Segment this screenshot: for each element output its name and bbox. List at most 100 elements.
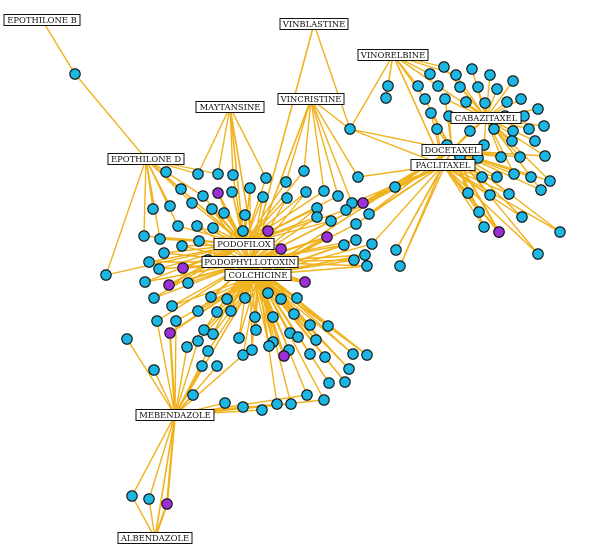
target-node: [506, 135, 518, 147]
drug-label-box: [117, 532, 193, 544]
highlighted-target-node: [177, 262, 189, 274]
target-node: [205, 291, 217, 303]
edge: [249, 261, 346, 383]
target-node: [160, 166, 172, 178]
target-node: [207, 222, 219, 234]
target-node: [262, 287, 274, 299]
target-node: [207, 328, 219, 340]
highlighted-target-node: [275, 243, 287, 255]
target-node: [491, 171, 503, 183]
target-node: [271, 398, 283, 410]
target-node: [267, 311, 279, 323]
target-node: [143, 256, 155, 268]
target-node: [473, 206, 485, 218]
target-node: [148, 292, 160, 304]
target-node: [256, 404, 268, 416]
target-node: [139, 276, 151, 288]
edge: [371, 164, 444, 245]
edge: [168, 331, 177, 417]
target-node: [164, 200, 176, 212]
target-node: [281, 192, 293, 204]
drug-label-vinblastine: VINBLASTINE: [279, 18, 349, 30]
target-node: [246, 344, 258, 356]
edge: [217, 106, 231, 175]
target-node: [143, 493, 155, 505]
edge: [41, 19, 76, 75]
target-node: [301, 389, 313, 401]
edge: [174, 346, 188, 416]
drug-label-podofilox: PODOFILOX: [213, 238, 275, 250]
target-node: [325, 215, 337, 227]
target-node: [412, 80, 424, 92]
drug-label-box: [195, 101, 265, 113]
target-node: [126, 490, 138, 502]
target-node: [332, 190, 344, 202]
edge: [174, 340, 199, 416]
target-node: [507, 75, 519, 87]
target-node: [225, 305, 237, 317]
edge: [156, 320, 176, 416]
highlighted-target-node: [357, 197, 369, 209]
edge: [442, 164, 539, 255]
highlighted-target-node: [161, 498, 173, 510]
target-node: [450, 69, 462, 81]
target-node: [263, 340, 275, 352]
edge: [145, 158, 204, 197]
target-node: [257, 191, 269, 203]
edge: [485, 74, 491, 119]
edge: [285, 98, 312, 183]
target-node: [193, 235, 205, 247]
drug-label-text: DOCETAXEL: [425, 145, 480, 155]
target-node: [148, 364, 160, 376]
edge: [303, 98, 312, 172]
target-node: [202, 345, 214, 357]
edge: [442, 164, 523, 218]
drug-label-box: [3, 14, 81, 26]
target-node: [175, 183, 187, 195]
drug-label-text: VINBLASTINE: [282, 19, 346, 29]
target-node: [153, 263, 165, 275]
drug-label-text: ALBENDAZOLE: [120, 533, 189, 543]
target-node: [347, 348, 359, 360]
target-node: [532, 248, 544, 260]
edge: [249, 207, 318, 263]
target-node: [192, 305, 204, 317]
target-node: [363, 208, 375, 220]
edge: [243, 196, 264, 245]
target-node: [100, 269, 112, 281]
edge: [174, 354, 244, 416]
target-node: [478, 221, 490, 233]
target-node: [298, 165, 310, 177]
target-node: [292, 331, 304, 343]
highlighted-target-node: [163, 279, 175, 291]
target-node: [554, 226, 566, 238]
edge: [145, 158, 179, 227]
target-node: [382, 80, 394, 92]
target-node: [69, 68, 81, 80]
target-node: [424, 68, 436, 80]
target-node: [339, 376, 351, 388]
drug-label-box: [201, 256, 299, 268]
target-node: [514, 151, 526, 163]
target-node-layer: [69, 61, 566, 510]
edge: [485, 80, 514, 119]
edge: [313, 23, 351, 130]
target-node: [239, 209, 251, 221]
target-node: [172, 220, 184, 232]
target-node: [501, 96, 513, 108]
target-node: [352, 171, 364, 183]
target-node: [544, 175, 556, 187]
target-node: [425, 107, 437, 119]
target-node: [121, 333, 133, 345]
edge: [145, 158, 161, 240]
drug-label-epothilone-d: EPOTHILONE D: [107, 153, 185, 165]
drug-label-box: [277, 93, 345, 105]
target-node: [503, 188, 515, 200]
drug-label-albendazole: ALBENDAZOLE: [117, 532, 193, 544]
drug-label-text: EPOTHILONE B: [7, 15, 77, 25]
target-node: [211, 306, 223, 318]
drug-label-cabazitaxel: CABAZITAXEL: [450, 112, 522, 124]
target-node: [237, 225, 249, 237]
edge: [243, 170, 305, 245]
edge: [74, 73, 147, 160]
